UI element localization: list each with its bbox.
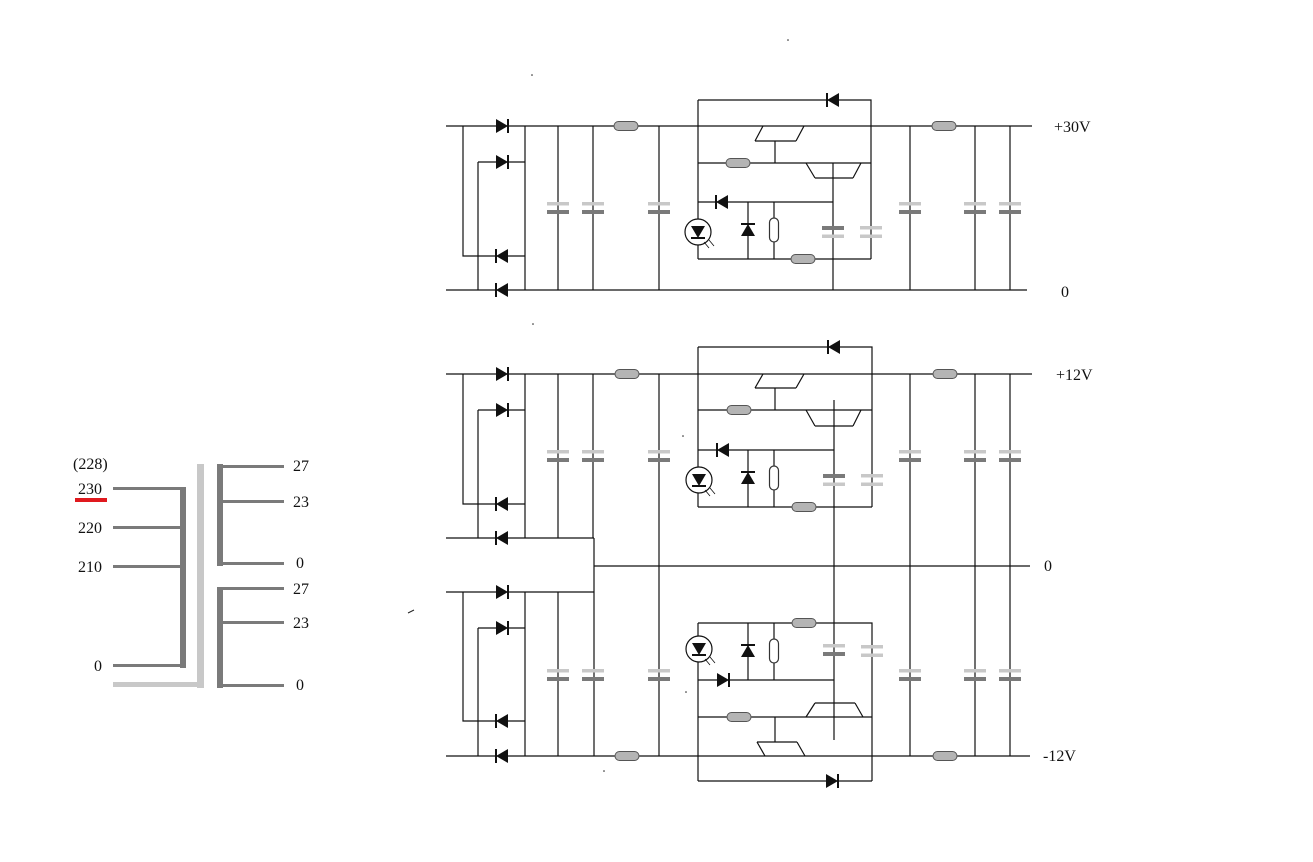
diode: [715, 194, 729, 210]
rect-diode-12: [495, 748, 509, 764]
rect-diode-2: [495, 154, 509, 170]
sec-upper-0: 0: [296, 555, 304, 572]
label-minus-12v: -12V: [1043, 748, 1076, 765]
label-plus-12v: +12V: [1056, 367, 1093, 384]
winding-taps: [113, 465, 284, 687]
secondary-upper-winding: [217, 464, 223, 566]
resistor: [790, 254, 816, 264]
diode: [716, 442, 730, 458]
bypass-diode: [827, 339, 841, 355]
series-resistor: [614, 369, 640, 379]
label-ground-12v: 0: [1044, 558, 1052, 575]
stray-marks: [407, 39, 789, 772]
sec-lower-23: 23: [293, 615, 309, 632]
led-indicator: [684, 218, 715, 249]
led-indicator: [685, 466, 716, 497]
secondary-lower-winding: [217, 587, 223, 688]
sec-upper-23: 23: [293, 494, 309, 511]
output-resistor: [931, 121, 957, 131]
rect-diode-7: [495, 496, 509, 512]
bypass-diode: [826, 92, 840, 108]
tap-label-228: (228): [73, 456, 108, 473]
rect-diode-5: [495, 366, 509, 382]
core-bar: [197, 464, 204, 688]
sec-upper-27: 27: [293, 458, 309, 475]
rect-diode-10: [495, 620, 509, 636]
tap-label-210: 210: [78, 559, 102, 576]
output-resistor: [932, 751, 958, 761]
rect-diode-8: [495, 530, 509, 546]
filter-cap: [582, 669, 604, 681]
supply-12v: +12V 0 -12V: [446, 339, 1093, 789]
tap-label-230: 230: [78, 481, 102, 498]
base-resistor: [726, 712, 752, 722]
resistor: [791, 618, 817, 628]
resistor: [791, 502, 817, 512]
selected-tap-marker: [75, 498, 107, 502]
sec-lower-27: 27: [293, 581, 309, 598]
resistor-vertical: [768, 638, 780, 664]
transformer: (228) 230 220 210 0 27 23 0 27 23 0: [73, 456, 309, 694]
tap-label-primary-0: 0: [94, 658, 102, 675]
rect-diode-9: [495, 584, 509, 600]
label-ground-30v: 0: [1061, 284, 1069, 301]
primary-winding-bar: [180, 488, 186, 668]
rect-diode-4: [495, 282, 509, 298]
label-plus-30v: +30V: [1054, 119, 1091, 136]
zener-diode: [740, 223, 756, 237]
rect-diode-11: [495, 713, 509, 729]
core-bottom-bar: [113, 682, 204, 687]
tap-label-220: 220: [78, 520, 102, 537]
diode: [716, 672, 730, 688]
series-resistor: [613, 121, 639, 131]
resistor-vertical: [768, 465, 780, 491]
bypass-diode: [825, 773, 839, 789]
rect-diode-1: [495, 118, 509, 134]
zener-diode: [740, 644, 756, 658]
led-indicator: [685, 635, 716, 666]
zener-diode: [740, 471, 756, 485]
rect-diode-3: [495, 248, 509, 264]
output-resistor: [932, 369, 958, 379]
base-resistor: [726, 405, 752, 415]
supply-30v: +30V 0: [446, 92, 1091, 301]
base-resistor: [725, 158, 751, 168]
sec-lower-0: 0: [296, 677, 304, 694]
series-resistor: [614, 751, 640, 761]
rect-diode-6: [495, 402, 509, 418]
resistor-vertical: [768, 217, 780, 243]
